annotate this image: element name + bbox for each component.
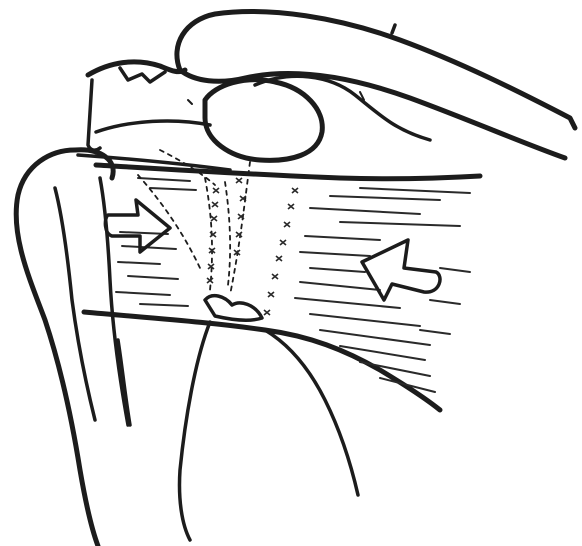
humeral-head <box>16 150 130 546</box>
tuberosity-fragment <box>205 296 262 320</box>
arrow-left-icon <box>362 240 440 300</box>
coracoid-process <box>205 76 430 160</box>
acromion <box>177 12 575 158</box>
right-muscle-hatching <box>295 188 470 392</box>
arrow-right-icon <box>105 200 170 252</box>
suture-row-right <box>264 188 298 315</box>
suture-row-middle <box>234 178 246 255</box>
capsule-band <box>84 165 480 540</box>
suture-row-left <box>207 188 219 283</box>
